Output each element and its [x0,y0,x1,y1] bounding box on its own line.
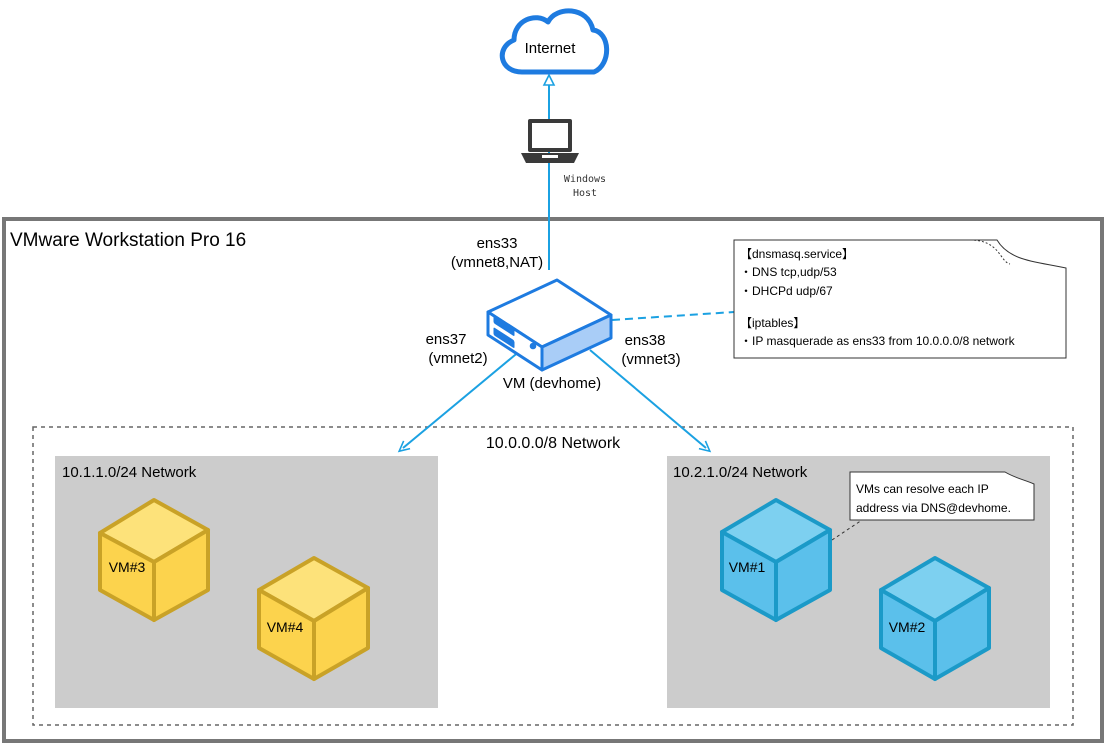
note-connector [611,311,735,321]
ens33-label: ens33 [477,235,518,252]
vm4-cube-icon [257,556,370,681]
cloud-icon [499,8,610,75]
server-icon [486,278,613,372]
dns-note [849,471,1035,521]
windows-host-label-line1: Windows [564,174,606,185]
services-note-line5: ・IP masquerade as ens33 from 10.0.0.0/8 … [740,334,1016,348]
vm3-cube-icon [98,498,210,622]
services-note-line4: 【iptables】 [740,316,805,330]
vm3-label: VM#3 [109,559,146,575]
workstation-frame [2,217,1104,743]
vm2-cube-icon [879,556,991,681]
subnet-left-label: 10.1.1.0/24 Network [62,464,197,481]
dns-note-connector [831,519,863,541]
services-note-line3: ・DHCPd udp/67 [740,284,833,298]
subnet-right-label: 10.2.1.0/24 Network [673,464,808,481]
vm1-label: VM#1 [729,559,766,575]
ens37-label: ens37 [426,331,467,348]
workstation-title: VMware Workstation Pro 16 [10,230,246,251]
vm2-label: VM#2 [889,619,926,635]
ens37-network-label: (vmnet2) [428,350,487,367]
dns-note-line1: VMs can resolve each IP [856,482,989,496]
vm4-label: VM#4 [267,619,304,635]
network-outer-frame [32,426,1074,726]
services-note-line1: 【dnsmasq.service】 [740,247,854,261]
windows-host-label-line2: Host [573,188,597,199]
laptop-icon [521,119,579,163]
link-to-left-subnet [397,349,522,453]
link-to-right-subnet [589,349,712,453]
services-note [733,239,1067,359]
vm1-cube-icon [720,498,832,622]
network-outer-label: 10.0.0.0/8 Network [486,435,621,452]
ens38-label: ens38 [625,332,666,349]
ens33-network-label: (vmnet8,NAT) [451,254,543,271]
dns-note-line2: address via DNS@devhome. [856,501,1011,515]
ens38-network-label: (vmnet3) [621,351,680,368]
server-label: VM (devhome) [503,375,601,392]
services-note-line2: ・DNS tcp,udp/53 [740,265,837,279]
internet-label: Internet [525,40,577,57]
